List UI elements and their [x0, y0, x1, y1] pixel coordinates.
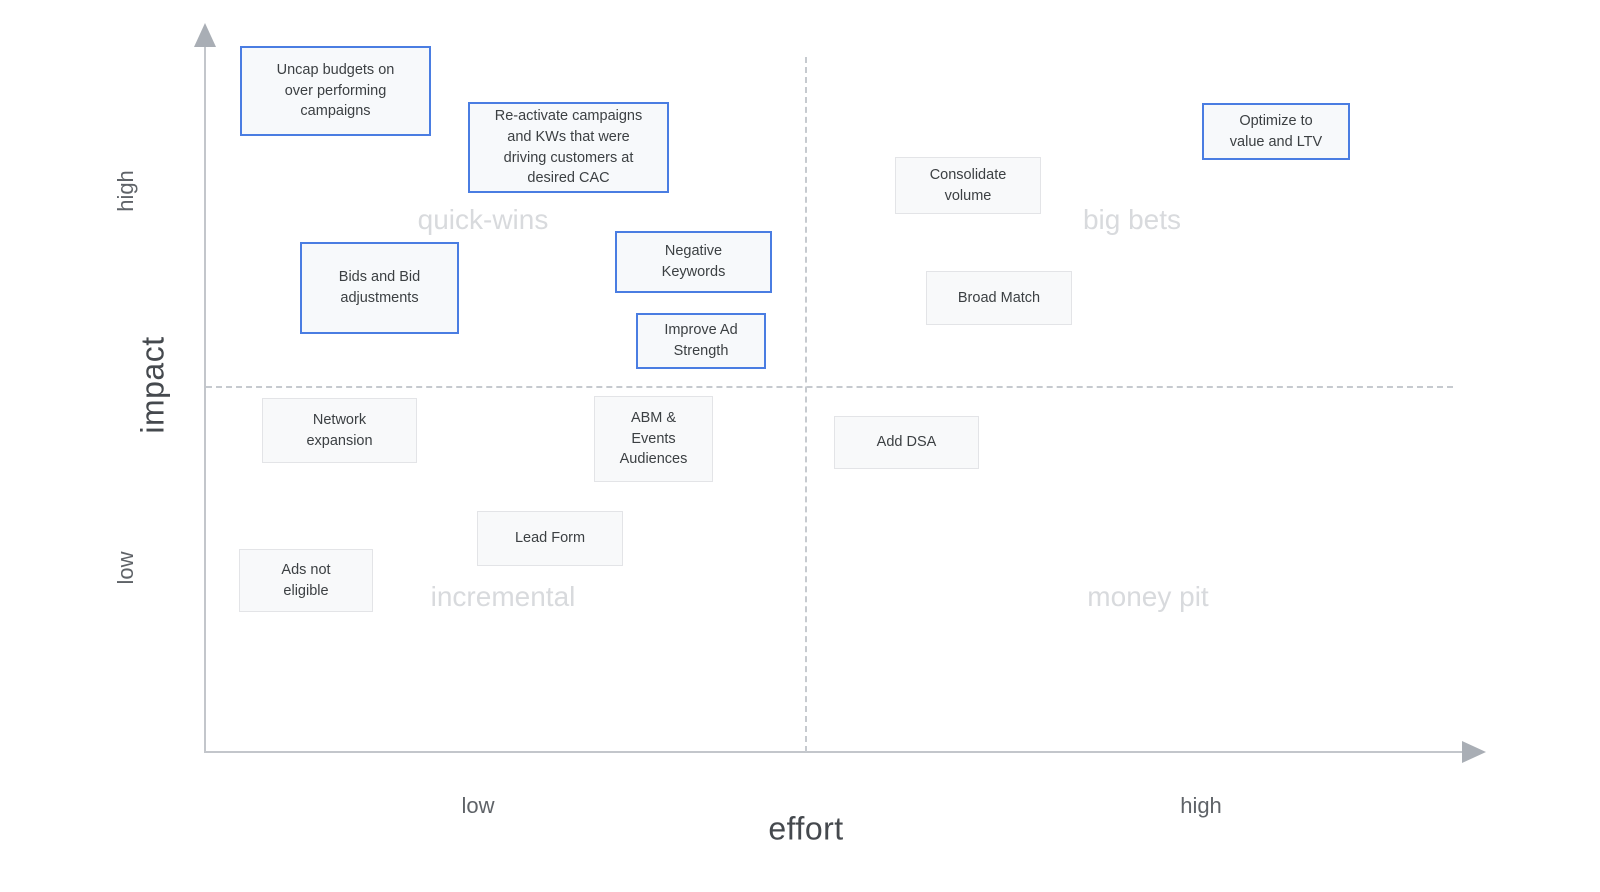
y-axis-title: impact: [134, 336, 171, 434]
node-ads-not-eligible: Ads not eligible: [239, 549, 373, 612]
node-bids-adjustments: Bids and Bid adjustments: [300, 242, 459, 334]
x-axis-high-label: high: [1180, 793, 1222, 818]
node-uncap-budgets: Uncap budgets on over performing campaig…: [240, 46, 431, 136]
node-lead-form: Lead Form: [477, 511, 623, 566]
node-network-expansion: Network expansion: [262, 398, 417, 463]
node-broad-match: Broad Match: [926, 271, 1072, 325]
node-improve-ad-strength: Improve Ad Strength: [636, 313, 766, 369]
y-axis-arrow-icon: [194, 23, 216, 47]
node-negative-keywords: Negative Keywords: [615, 231, 772, 293]
node-reactivate-campaigns: Re-activate campaigns and KWs that were …: [468, 102, 669, 193]
quadrant-label-incremental: incremental: [430, 581, 576, 612]
node-optimize-value-ltv: Optimize to value and LTV: [1202, 103, 1350, 160]
x-axis-line: [204, 751, 1466, 753]
node-abm-events-audiences: ABM & Events Audiences: [594, 396, 713, 482]
vertical-divider-dashed: [805, 57, 807, 752]
y-axis-low-label: low: [113, 551, 138, 585]
x-axis-arrow-icon: [1462, 741, 1486, 763]
node-add-dsa: Add DSA: [834, 416, 979, 469]
y-axis-high-label: high: [113, 170, 138, 212]
quadrant-label-big-bets: big bets: [1082, 204, 1182, 235]
y-axis-line: [204, 42, 206, 753]
horizontal-divider-dashed: [206, 386, 1453, 388]
x-axis-title: effort: [768, 810, 844, 847]
x-axis-low-label: low: [461, 793, 495, 818]
quadrant-label-quick-wins: quick-wins: [417, 204, 549, 235]
node-consolidate-volume: Consolidate volume: [895, 157, 1041, 214]
quadrant-label-money-pit: money pit: [1087, 581, 1209, 612]
